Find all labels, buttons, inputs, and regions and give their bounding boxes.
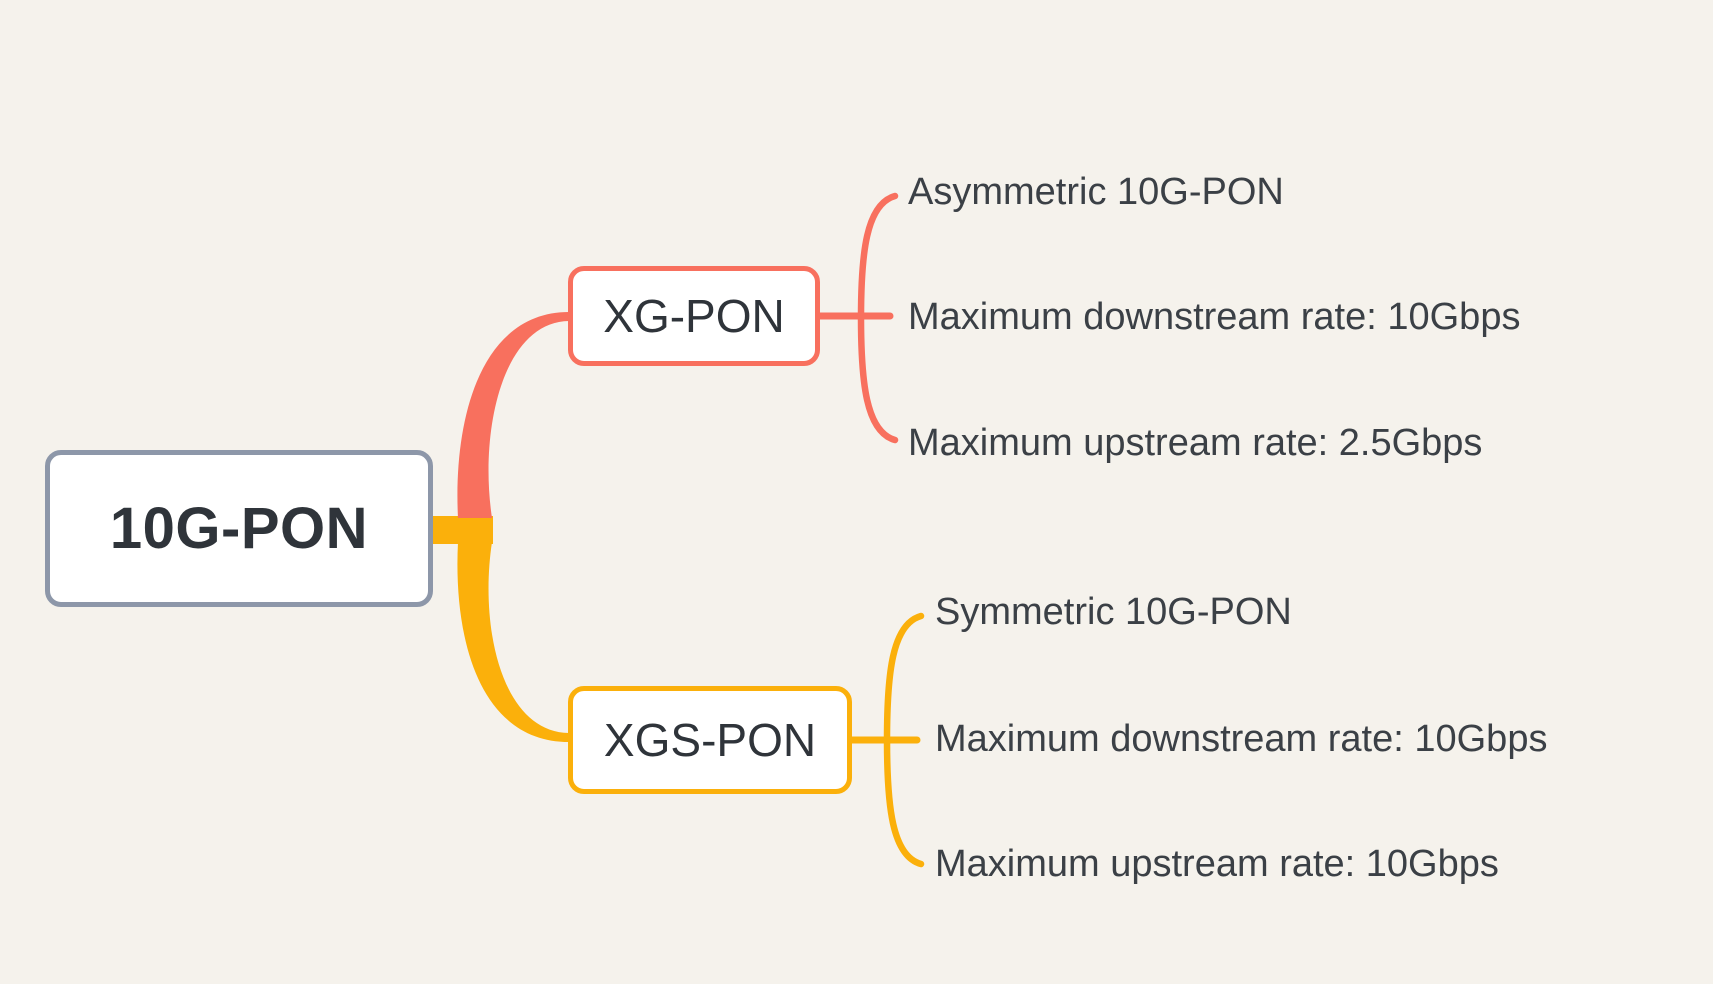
leaf-xg-max-downstream-rate[interactable]: Maximum downstream rate: 10Gbps [908, 296, 1521, 339]
root-to-xg-pon-branch [457, 312, 569, 518]
node-xgs-pon[interactable]: XGS-PON [568, 686, 852, 794]
node-xg-pon-label: XG-PON [603, 290, 785, 342]
leaf-symmetric-10g-pon[interactable]: Symmetric 10G-PON [935, 591, 1292, 634]
node-xgs-pon-label: XGS-PON [603, 714, 817, 766]
xg-pon-leaf-spine [857, 192, 899, 444]
node-10g-pon[interactable]: 10G-PON [45, 450, 433, 607]
root-to-xgs-pon-branch [457, 542, 569, 742]
leaf-asymmetric-10g-pon[interactable]: Asymmetric 10G-PON [908, 171, 1284, 214]
root-stub-connector [433, 516, 493, 544]
node-10g-pon-label: 10G-PON [109, 496, 369, 561]
node-xg-pon[interactable]: XG-PON [568, 266, 820, 366]
leaf-xgs-max-upstream-rate[interactable]: Maximum upstream rate: 10Gbps [935, 843, 1499, 886]
leaf-xgs-max-downstream-rate[interactable]: Maximum downstream rate: 10Gbps [935, 718, 1548, 761]
xgs-pon-leaf-spine [883, 612, 925, 868]
leaf-xg-max-upstream-rate[interactable]: Maximum upstream rate: 2.5Gbps [908, 422, 1483, 465]
